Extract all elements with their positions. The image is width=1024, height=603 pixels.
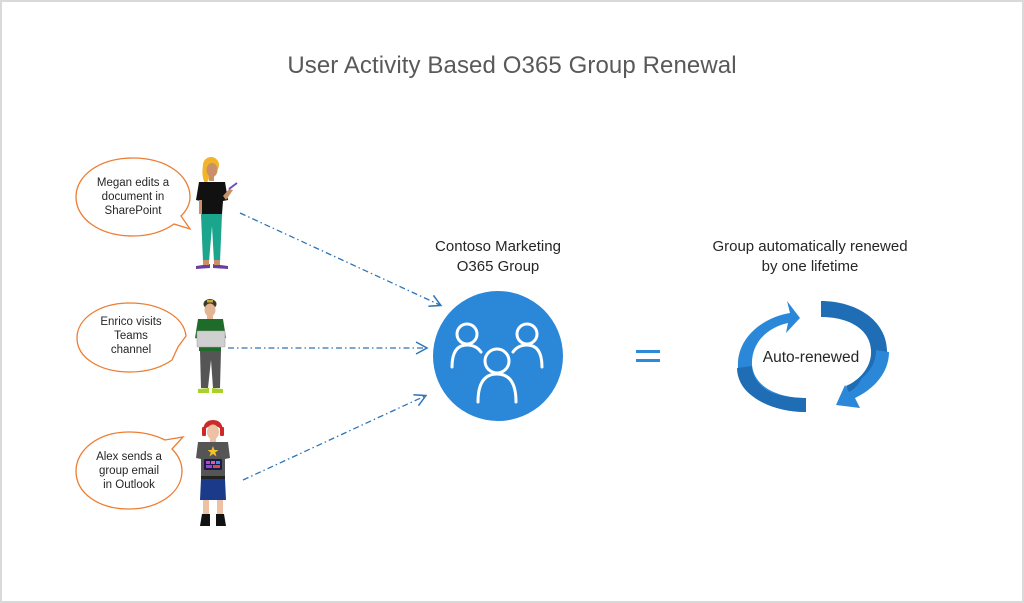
result-caption: Group automatically renewed by one lifet… (680, 237, 940, 277)
person-megan-icon (196, 157, 238, 269)
renew-cycle-icon (737, 301, 889, 412)
bubble-line: Alex sends a (96, 451, 162, 463)
activity-arrow-megan (239, 212, 443, 308)
bubble-line: group email (98, 465, 160, 477)
group-caption-line: O365 Group (456, 258, 540, 275)
bubble-line: document in (101, 191, 165, 203)
bubble-line: Enrico visits (100, 316, 162, 328)
speech-bubble-alex (75, 431, 185, 510)
group-people-icon (433, 291, 563, 421)
speech-bubble-megan (75, 157, 192, 237)
activity-arrow-alex (242, 393, 428, 481)
bubble-line: Teams (114, 330, 148, 342)
auto-renewed-label: Auto-renewed (762, 349, 860, 366)
result-caption-line: by one lifetime (761, 258, 859, 275)
bubble-line: in Outlook (103, 479, 155, 491)
person-enrico-icon (195, 299, 226, 393)
diagram-title: User Activity Based O365 Group Renewal (287, 52, 737, 79)
bubble-text-alex: Alex sends a group email in Outlook (84, 450, 174, 492)
group-caption: Contoso Marketing O365 Group (408, 237, 588, 277)
group-caption-line: Contoso Marketing (435, 238, 561, 255)
bubble-line: Megan edits a (96, 177, 170, 189)
bubble-text-enrico: Enrico visits Teams channel (86, 315, 176, 357)
speech-bubble-enrico (76, 302, 187, 373)
bubble-text-megan: Megan edits a document in SharePoint (88, 176, 178, 218)
equals-sign (636, 348, 662, 366)
bubble-line: channel (110, 344, 152, 356)
result-caption-line: Group automatically renewed (712, 238, 908, 255)
person-alex-icon (196, 420, 230, 526)
bubble-line: SharePoint (104, 205, 162, 217)
